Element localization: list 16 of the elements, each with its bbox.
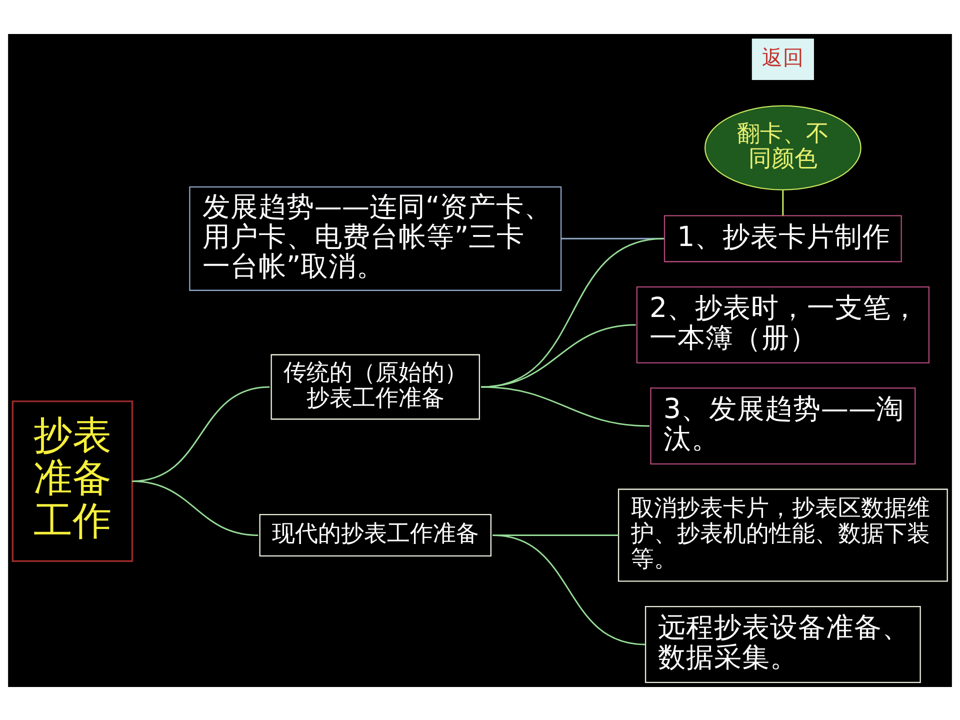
node-box: 远程抄表设备准备、数据采集。: [644, 605, 921, 682]
node-box: 1、抄表卡片制作: [664, 214, 902, 262]
connector: [492, 534, 646, 645]
label: 返回: [762, 44, 804, 69]
node-box: 现代的抄表工作准备: [259, 513, 492, 556]
connector: [132, 480, 258, 536]
node-box: 3、发展趋势——淘汰。: [650, 387, 916, 464]
node-box: 传统的（原始的）抄表工作准备: [270, 354, 480, 420]
node-box: 2、抄表时，一支笔，一本簿（册）: [636, 286, 930, 363]
node-ellipse: 翻卡、不同颜色: [704, 104, 862, 190]
node-box: 取消抄表卡片，抄表区数据维护、抄表机的性能、数据下装等。: [618, 488, 948, 582]
node-box: 发展趋势——连同“资产卡、用户卡、电费台帐等”三卡一台帐”取消。: [189, 186, 562, 290]
connector: [481, 386, 650, 426]
connector: [561, 237, 664, 239]
node-box: 抄表准备工作: [12, 400, 134, 562]
connector: [782, 190, 784, 216]
